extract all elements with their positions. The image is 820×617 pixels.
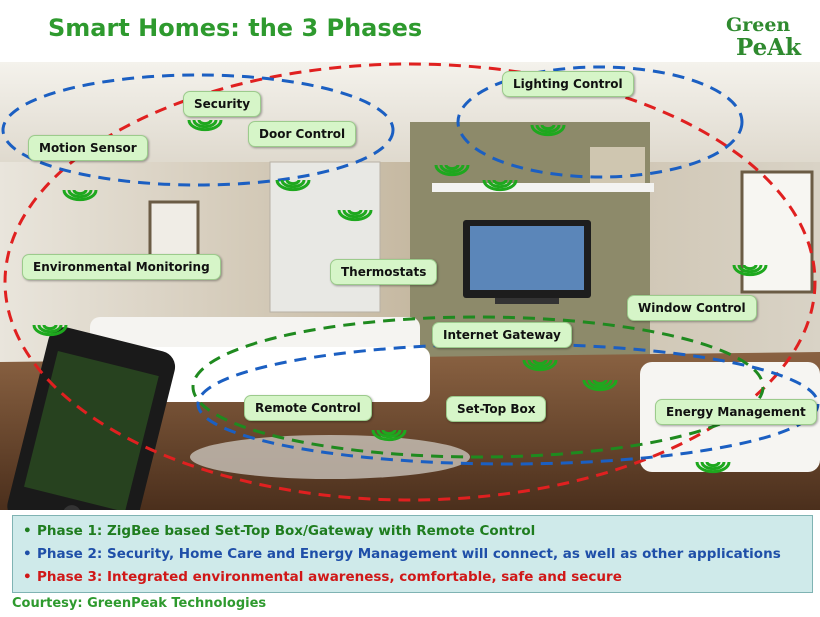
wall-window — [269, 161, 381, 313]
callout-lighting-control: Lighting Control — [502, 71, 634, 97]
wireless-signal-icon — [187, 119, 223, 132]
phase-2-text: Phase 2: Security, Home Care and Energy … — [37, 546, 781, 562]
tv-stand — [495, 298, 559, 304]
phase-3-text: Phase 3: Integrated environmental awaren… — [37, 569, 622, 585]
wall-shelf — [432, 183, 654, 192]
smart-home-illustration — [0, 62, 820, 510]
callout-window-control: Window Control — [627, 295, 757, 321]
callout-set-top-box: Set-Top Box — [446, 396, 547, 422]
security-zone — [1, 73, 395, 187]
wireless-signal-icon — [434, 164, 470, 177]
wireless-signal-icon — [732, 264, 768, 277]
phase3-boundary — [3, 62, 817, 502]
phase-3-item: • Phase 3: Integrated environmental aware… — [23, 569, 622, 585]
coffee-table — [190, 435, 470, 479]
lighting-zone — [456, 65, 744, 179]
bullet: • — [23, 569, 32, 585]
courtesy-note: Courtesy: GreenPeak Technologies — [12, 596, 267, 611]
wireless-signal-icon — [482, 179, 518, 192]
wireless-signal-icon — [522, 359, 558, 372]
callout-security: Security — [183, 91, 262, 117]
phase1-boundary — [191, 315, 765, 459]
callout-internet-gateway: Internet Gateway — [432, 322, 572, 348]
slide-title: Smart Homes: the 3 Phases — [48, 14, 423, 42]
callout-thermostats: Thermostats — [330, 259, 438, 285]
wireless-signal-icon — [62, 189, 98, 202]
wireless-signal-icon — [371, 429, 407, 442]
logo-text-line2: PeAk — [736, 34, 802, 61]
phases-legend: • Phase 1: ZigBee based Set-Top Box/Gatew… — [12, 515, 813, 593]
wireless-signal-icon — [337, 209, 373, 222]
callout-remote-control: Remote Control — [244, 395, 372, 421]
phase-1-item: • Phase 1: ZigBee based Set-Top Box/Gatew… — [23, 523, 535, 539]
tv-screen — [470, 226, 584, 290]
wireless-signal-icon — [582, 379, 618, 392]
wireless-signal-icon — [32, 324, 68, 337]
phase2-energy-zone — [196, 342, 820, 466]
wireless-signal-icon — [530, 124, 566, 137]
callout-energy-management: Energy Management — [655, 399, 817, 425]
wireless-signal-icon — [695, 461, 731, 474]
wireless-signal-icon — [275, 179, 311, 192]
callout-motion-sensor: Motion Sensor — [28, 135, 148, 161]
callout-door-control: Door Control — [248, 121, 357, 147]
bullet: • — [23, 523, 32, 539]
logo-text-line1: Green — [726, 14, 791, 36]
greenpeak-logo: Green PeAk — [726, 10, 806, 66]
phase-2-item: • Phase 2: Security, Home Care and Energy… — [23, 546, 781, 562]
callout-environmental-monitoring: Environmental Monitoring — [22, 254, 221, 280]
bullet: • — [23, 546, 32, 562]
phase-1-text: Phase 1: ZigBee based Set-Top Box/Gatewa… — [37, 523, 536, 539]
